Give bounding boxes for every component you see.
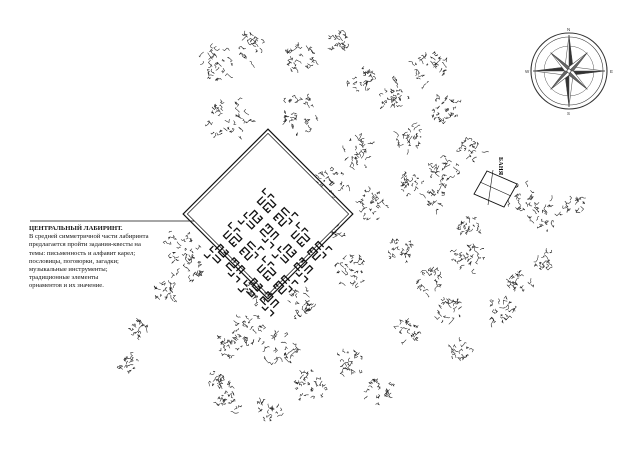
vegetation-cluster bbox=[204, 97, 256, 140]
vegetation-cluster bbox=[408, 51, 448, 90]
annotation-line: В средней симметричной части лабиринта bbox=[29, 233, 149, 241]
vegetation-clusters bbox=[116, 30, 586, 422]
vegetation-cluster bbox=[233, 314, 266, 346]
vegetation-cluster bbox=[282, 93, 319, 137]
compass-rose-icon bbox=[530, 32, 608, 110]
vegetation-cluster bbox=[334, 254, 365, 289]
vegetation-cluster bbox=[337, 348, 363, 377]
vegetation-cluster bbox=[363, 378, 395, 406]
vegetation-cluster bbox=[506, 270, 535, 292]
central-labyrinth bbox=[182, 128, 354, 317]
vegetation-cluster bbox=[379, 75, 410, 110]
vegetation-cluster bbox=[533, 248, 553, 271]
vegetation-cluster bbox=[456, 216, 482, 236]
annotation-line: предлагается пройти задания-квесты на bbox=[29, 241, 141, 249]
compass-north-label: N bbox=[567, 27, 571, 32]
annotation-line: темы: письменность и алфавит карел; bbox=[29, 249, 136, 257]
vegetation-cluster bbox=[419, 188, 445, 215]
bath-house-label: БАНЯ bbox=[497, 157, 503, 176]
annotation-line: пословицы, поговорки, загадки; bbox=[29, 257, 119, 265]
vegetation-cluster bbox=[261, 329, 301, 366]
vegetation-cluster bbox=[562, 195, 586, 214]
vegetation-cluster bbox=[489, 295, 517, 328]
vegetation-cluster bbox=[393, 318, 422, 345]
central-labyrinth-annotation: ЦЕНТРАЛЬНЫЙ ЛАБИРИНТ. В средней симметри… bbox=[29, 225, 204, 291]
vegetation-cluster bbox=[216, 330, 243, 359]
vegetation-cluster bbox=[327, 30, 349, 52]
vegetation-cluster bbox=[256, 397, 284, 422]
bath-house bbox=[473, 169, 518, 208]
annotation-line: традиционные элементы bbox=[29, 274, 99, 282]
vegetation-cluster bbox=[176, 254, 204, 283]
compass-south-label: S bbox=[567, 111, 571, 116]
vegetation-cluster bbox=[208, 370, 231, 390]
labyrinth-quadrant bbox=[237, 187, 299, 249]
vegetation-cluster bbox=[238, 30, 265, 68]
vegetation-cluster bbox=[526, 195, 563, 232]
vegetation-cluster bbox=[213, 380, 242, 414]
annotation-title: ЦЕНТРАЛЬНЫЙ ЛАБИРИНТ. bbox=[29, 225, 123, 232]
vegetation-cluster bbox=[456, 136, 489, 163]
vegetation-cluster bbox=[287, 286, 316, 320]
vegetation-cluster bbox=[400, 171, 425, 197]
vegetation-cluster bbox=[388, 238, 415, 264]
vegetation-cluster bbox=[162, 230, 202, 264]
vegetation-cluster bbox=[128, 317, 149, 341]
compass-west-label: W bbox=[525, 69, 530, 74]
vegetation-cluster bbox=[449, 243, 485, 274]
vegetation-cluster bbox=[198, 43, 233, 82]
compass-east-label: E bbox=[610, 69, 614, 74]
labyrinth-quadrant bbox=[203, 221, 265, 283]
vegetation-cluster bbox=[346, 66, 376, 92]
vegetation-cluster bbox=[415, 266, 442, 298]
vegetation-cluster bbox=[293, 369, 328, 401]
labyrinth-quadrant bbox=[271, 221, 333, 283]
annotation-line: орнаментов и их значение. bbox=[29, 282, 104, 290]
vegetation-cluster bbox=[393, 122, 422, 155]
vegetation-cluster bbox=[355, 186, 390, 221]
annotation-line: музыкальные инструменты; bbox=[29, 266, 108, 274]
vegetation-cluster bbox=[431, 93, 462, 125]
vegetation-cluster bbox=[342, 132, 375, 170]
vegetation-cluster bbox=[434, 297, 463, 325]
labyrinth-quadrant bbox=[237, 255, 299, 317]
vegetation-cluster bbox=[116, 352, 139, 374]
vegetation-cluster bbox=[448, 337, 474, 362]
vegetation-cluster bbox=[153, 272, 177, 303]
vegetation-cluster bbox=[428, 155, 460, 192]
vegetation-cluster bbox=[284, 42, 319, 74]
